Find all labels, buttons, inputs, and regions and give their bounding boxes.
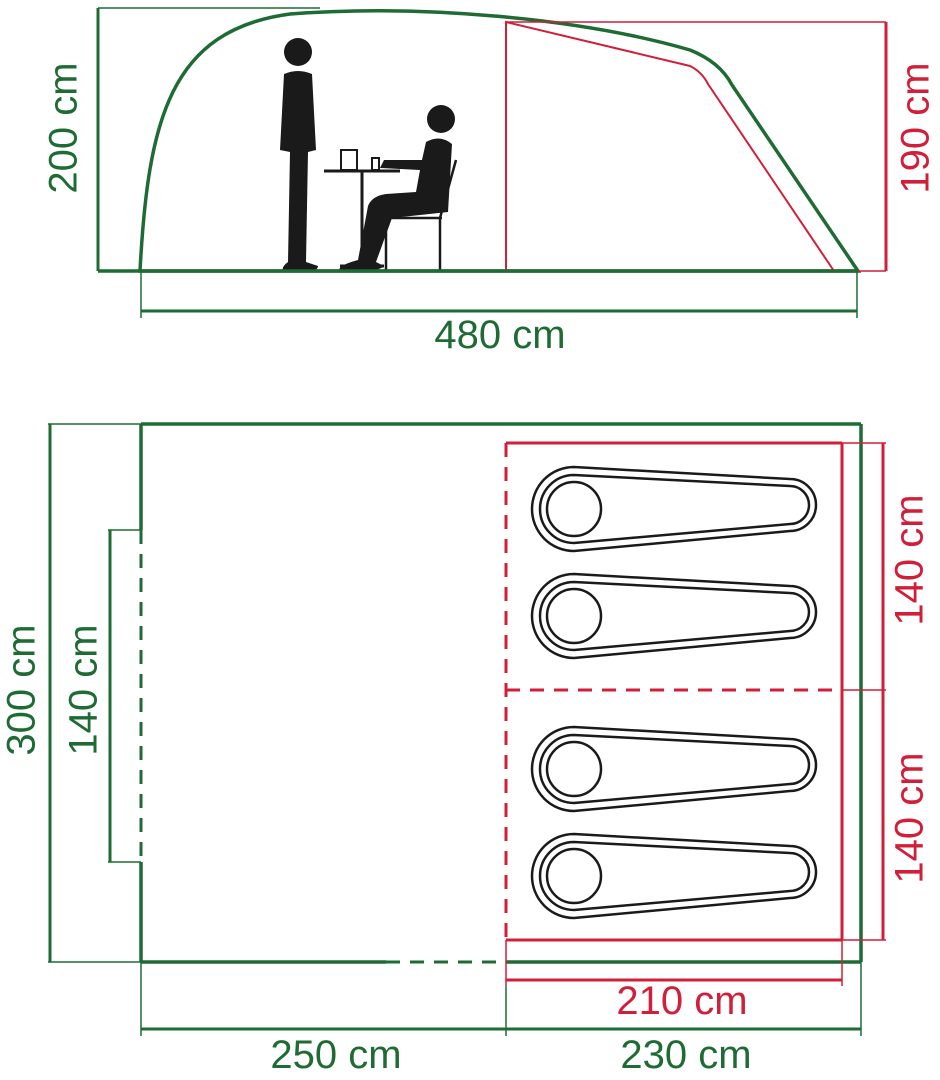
glass-icon bbox=[340, 149, 358, 171]
bedroom-area-length-label: 230 cm bbox=[620, 1033, 751, 1077]
floor-plan: 300 cm 140 cm 140 cm 140 cm bbox=[0, 422, 932, 1077]
living-area-length-label: 250 cm bbox=[270, 1033, 401, 1077]
bedroom-1-width-label: 140 cm bbox=[888, 494, 932, 625]
sleeping-bag-icon bbox=[530, 725, 818, 813]
sleeping-bag-icon bbox=[530, 572, 818, 660]
sleeping-bag-icon bbox=[530, 465, 818, 553]
bedroom-height-label: 190 cm bbox=[894, 62, 938, 193]
standing-person-icon bbox=[280, 38, 318, 271]
bedroom-length-label: 210 cm bbox=[616, 979, 747, 1023]
cup-icon bbox=[371, 157, 380, 171]
tent-outline bbox=[138, 9, 862, 273]
door-width-label: 140 cm bbox=[62, 624, 106, 755]
bedroom-2-width-label: 140 cm bbox=[888, 752, 932, 883]
bedroom-outline bbox=[505, 20, 835, 272]
chair-icon bbox=[384, 159, 458, 271]
total-length-label: 480 cm bbox=[434, 313, 565, 357]
tent-height-label: 200 cm bbox=[42, 62, 86, 193]
width-label: 300 cm bbox=[0, 624, 44, 755]
side-view: 200 cm 190 cm bbox=[42, 7, 938, 357]
seated-person-icon bbox=[339, 105, 455, 271]
sleeping-bag-icon bbox=[530, 832, 818, 920]
